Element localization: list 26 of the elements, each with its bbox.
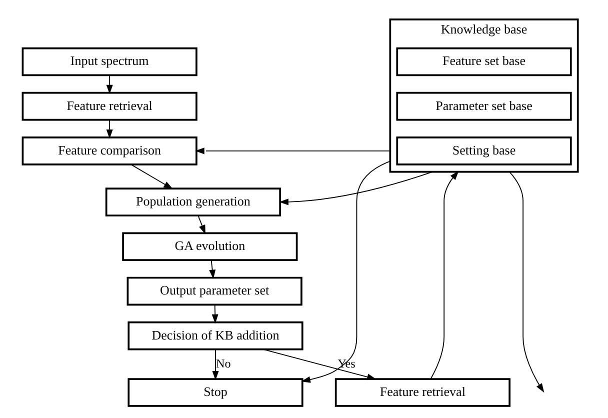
node-box: Feature retrieval [334, 378, 510, 407]
arrow [209, 260, 216, 280]
arrow [198, 215, 206, 234]
arrow [212, 349, 219, 380]
node-box: Input spectrum [22, 47, 198, 76]
node-box: Decision of KB addition [128, 321, 304, 350]
edge-label: No [216, 356, 231, 370]
arrow [430, 170, 459, 380]
arrow [508, 171, 544, 393]
node-box: Stop [128, 378, 304, 407]
arrow [195, 148, 391, 154]
arrow [262, 348, 376, 380]
node-box: Setting base [396, 136, 572, 166]
node-box: Feature retrieval [22, 92, 198, 121]
node-box: Feature set base [396, 47, 572, 76]
arrow [130, 164, 173, 190]
node-box: Parameter set base [396, 92, 572, 121]
node-box: Population generation [105, 188, 281, 216]
arrow [279, 171, 434, 206]
node-box: GA evolution [122, 232, 298, 262]
node-box: Output parameter set [126, 276, 302, 306]
arrow [301, 160, 391, 383]
node-box: Feature comparison [22, 136, 198, 166]
arrow [212, 304, 218, 324]
arrow [106, 119, 113, 139]
arrow [106, 74, 113, 94]
